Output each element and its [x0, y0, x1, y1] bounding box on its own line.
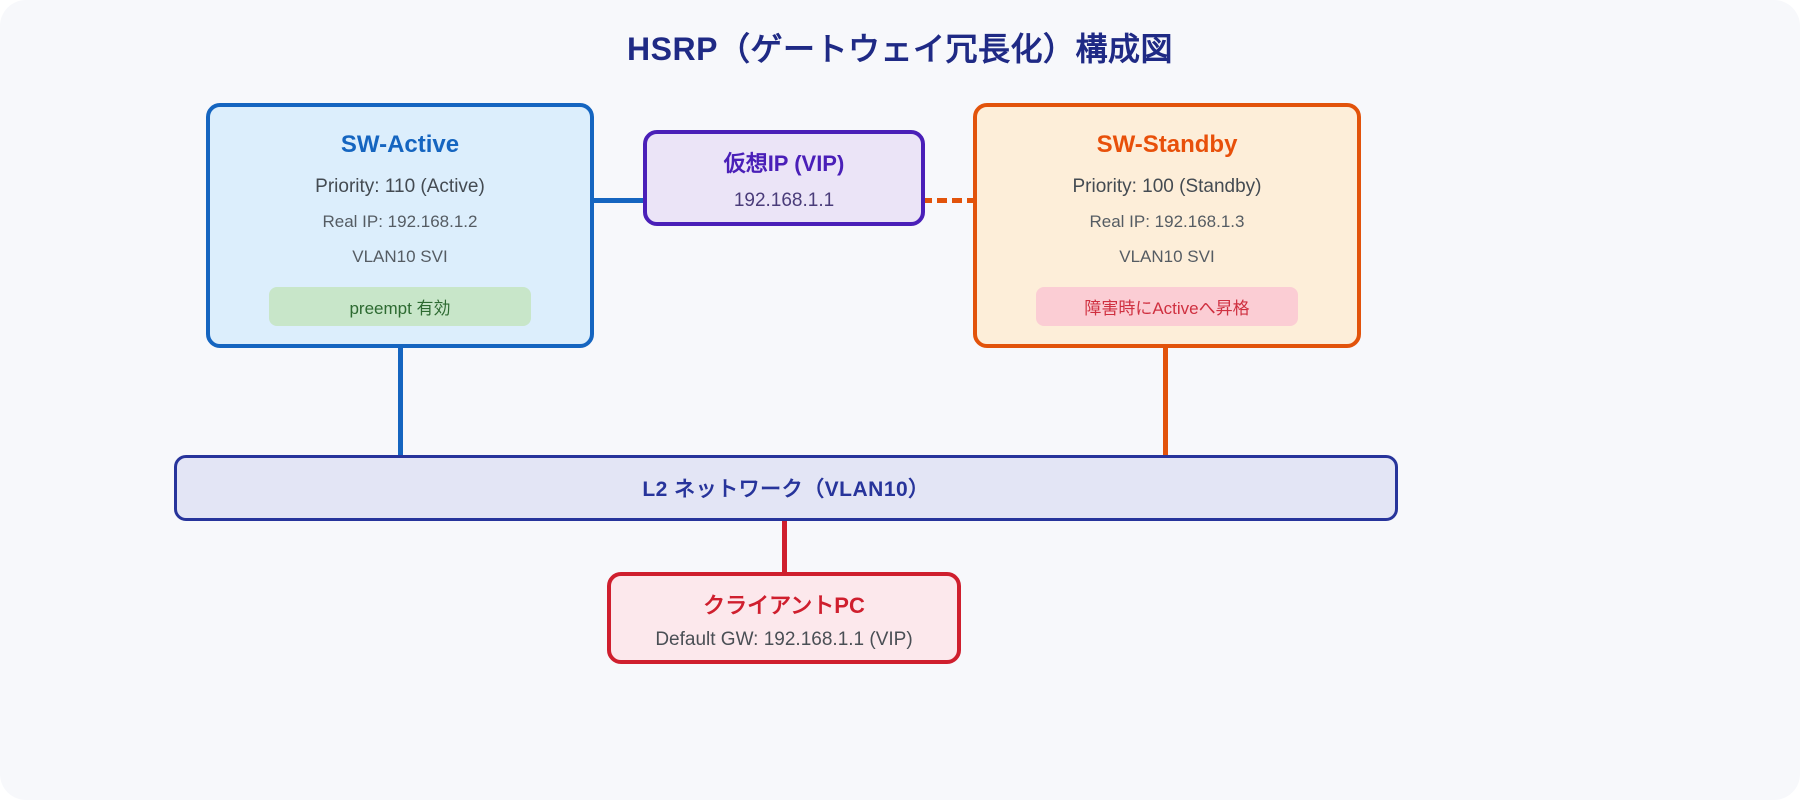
client-pc-default-gw: Default GW: 192.168.1.1 (VIP) [655, 629, 913, 651]
page-title: HSRP（ゲートウェイ冗長化）構成図 [627, 31, 1173, 67]
sw-standby-failover-badge: 障害時にActiveへ昇格 [1036, 286, 1298, 326]
sw-active-svi: VLAN10 SVI [352, 246, 448, 266]
sw-standby-priority: Priority: 100 (Standby) [1072, 175, 1262, 197]
node-l2-network[interactable]: L2 ネットワーク（VLAN10） [174, 455, 1398, 521]
sw-active-title: SW-Active [340, 131, 460, 158]
sw-standby-svi: VLAN10 SVI [1119, 246, 1215, 266]
sw-standby-real-ip: Real IP: 192.168.1.3 [1089, 212, 1245, 232]
node-client-pc[interactable]: クライアントPC Default GW: 192.168.1.1 (VIP) [607, 572, 961, 664]
node-sw-active[interactable]: SW-Active Priority: 110 (Active) Real IP… [206, 103, 594, 348]
sw-standby-title: SW-Standby [1096, 131, 1238, 158]
client-pc-title: クライアントPC [703, 593, 865, 618]
node-virtual-ip[interactable]: 仮想IP (VIP) 192.168.1.1 [643, 130, 925, 226]
vip-title: 仮想IP (VIP) [723, 151, 845, 176]
l2-network-label: L2 ネットワーク（VLAN10） [642, 478, 930, 501]
connector-l2-to-client [782, 518, 787, 576]
connector-standby-to-l2 [1163, 344, 1168, 459]
connector-vip-to-standby [922, 198, 977, 203]
sw-active-priority: Priority: 110 (Active) [315, 175, 485, 197]
sw-active-preempt-badge: preempt 有効 [269, 286, 531, 326]
connector-active-to-vip [592, 198, 647, 203]
sw-active-real-ip: Real IP: 192.168.1.2 [322, 212, 478, 232]
connector-active-to-l2 [398, 344, 403, 459]
node-sw-standby[interactable]: SW-Standby Priority: 100 (Standby) Real … [973, 103, 1361, 348]
vip-address: 192.168.1.1 [733, 190, 835, 212]
